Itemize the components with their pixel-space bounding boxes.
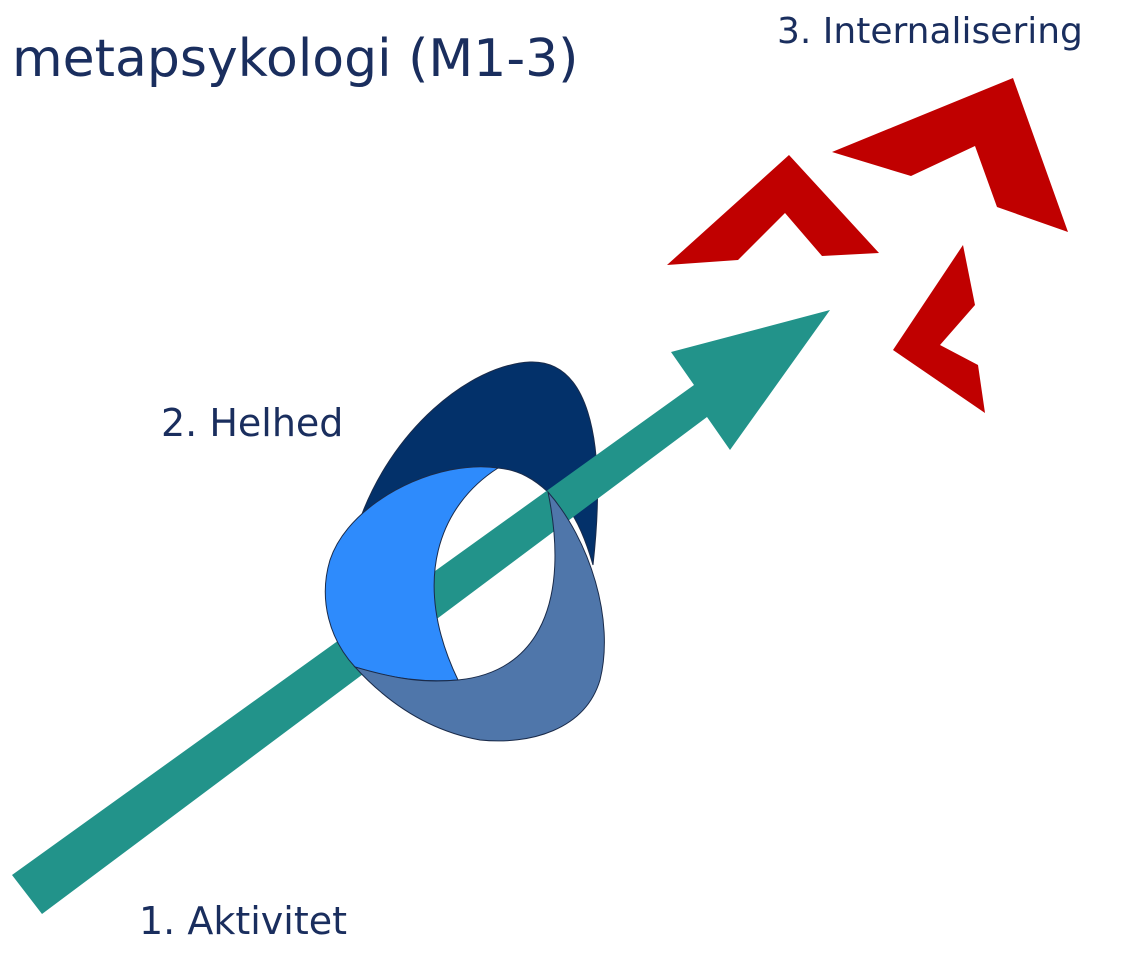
- slide-title: metapsykologi (M1-3): [12, 29, 579, 89]
- chevron-lower-icon: [893, 245, 985, 413]
- label-internalisering: 3. Internalisering: [777, 11, 1083, 52]
- label-helhed: 2. Helhed: [161, 401, 344, 445]
- chevron-top-icon: [832, 78, 1068, 232]
- ring-mid-segment: [353, 490, 605, 742]
- ring-light-segment: [324, 466, 500, 682]
- chevron-left-icon: [667, 155, 879, 265]
- label-aktivitet: 1. Aktivitet: [139, 899, 348, 943]
